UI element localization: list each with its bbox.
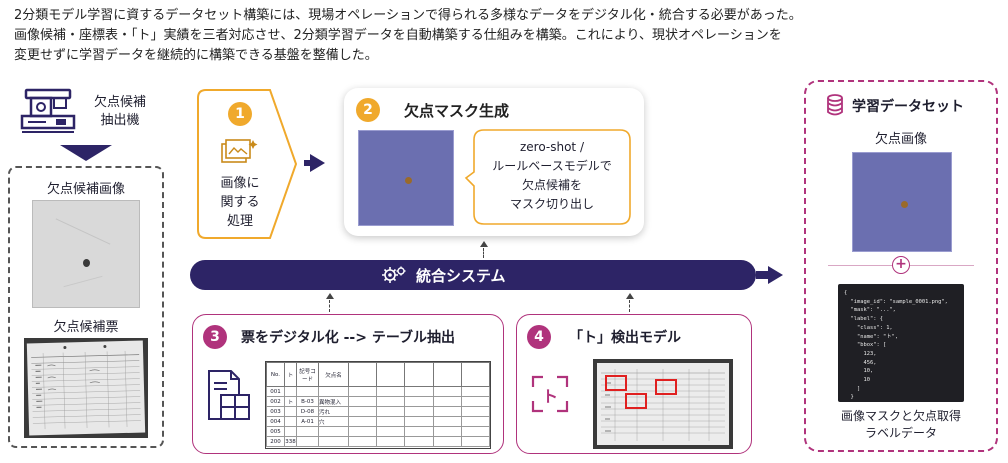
step3-card: 3 票をデジタル化 --> テーブル抽出 No. ト 記号コード 欠点名 [192,314,504,454]
callout-line-4: マスク切り出し [509,197,594,211]
connector-up-icon [480,241,488,247]
callout-line-1: zero-shot / [519,140,584,154]
candidate-image-label: 欠点候補画像 [46,182,125,197]
table: No. ト 記号コード 欠点名 001 002 ト B-03 [266,362,490,447]
json-line: "label": { [844,316,883,323]
table-row: 200 338 [266,436,490,447]
candidate-image [32,200,140,308]
intro-line-1: 2分類モデル学習に資するデータセット構築には、現場オペレーションで得られる多様な… [14,8,802,23]
label-json: { "image_id": "sample_0001.png", "mask":… [838,284,964,402]
arrow-to-dataset-icon [768,266,783,284]
table-header-cell: No. [266,362,285,387]
detection-frame-char: ト [541,387,558,406]
step2-callout: zero-shot / ルールベースモデルで 欠点候補を マスク切り出し [464,128,632,226]
table-row: 002 ト B-03 異物混入 [266,396,490,407]
json-line: ] [844,385,861,392]
step1-card: 1 画像に 関する 処理 [196,88,300,240]
dataset-image-label: 欠点画像 [874,132,927,147]
intro-line-2: 画像候補・座標表・「ト」実績を三者対応させ、2分類学習データを自動構築する仕組み… [14,28,782,43]
table-row: 003 D-08 汚れ [266,406,490,417]
detection-box [605,375,627,391]
database-icon [826,94,844,116]
step4-card: 4 「ト」検出モデル ト [516,314,752,454]
defect-spot-icon [901,201,908,208]
detection-photo [593,359,733,449]
detection-frame-icon: ト [531,375,569,413]
detection-box [655,379,677,395]
step1-badge: 1 [228,102,252,126]
dataset-title: 学習データセット [852,99,964,115]
extracted-table: No. ト 記号コード 欠点名 001 002 ト B-03 [265,361,491,449]
table-header-row: No. ト 記号コード 欠点名 [266,362,490,387]
json-line: 123, [844,350,877,357]
machine-label: 欠点候補 抽出機 [93,95,146,128]
json-line: "name": "ト", [844,333,899,340]
plus-icon: + [892,256,910,274]
integration-bar: 統合システム [190,260,756,290]
arrow-step1-to-step2-icon [310,154,325,172]
json-line: "class": 1, [844,324,893,331]
table-header-cell: 記号コード [296,362,319,387]
dataset-caption: 画像マスクと欠点取得 ラベルデータ [840,409,961,440]
down-arrow-icon [60,145,112,161]
json-line: "mask": "...", [844,307,896,314]
json-line: { [844,290,848,296]
defect-spot-icon [83,259,90,267]
table-row: 001 [266,386,490,397]
json-line: 456, [844,359,877,366]
table-row: 004 A-01 穴 [266,416,490,427]
intro-text: 2分類モデル学習に資するデータセット構築には、現場オペレーションで得られる多様な… [14,6,974,66]
json-line: 10 [844,377,870,384]
table-header-cell: 欠点名 [318,362,349,387]
dataset-panel: 学習データセット 欠点画像 + { "image_id": "sample_00… [804,80,998,452]
candidate-sheet-label: 欠点候補票 [53,320,119,335]
json-line: "image_id": "sample_0001.png", [844,298,948,305]
gear-icon [382,265,406,285]
connector-up-icon [326,293,334,299]
step4-title: 「ト」検出モデル [569,330,681,346]
callout-line-2: ルールベースモデルで [492,159,612,173]
dataset-defect-image [852,152,952,252]
integration-label: 統合システム [416,267,506,285]
table-row: 005 [266,426,490,437]
step3-title: 票をデジタル化 --> テーブル抽出 [241,330,455,346]
defect-spot-icon [405,177,412,184]
spreadsheet-icon [205,369,251,423]
json-line: "bbox": [ [844,342,887,349]
step4-badge: 4 [527,325,551,349]
step3-badge: 3 [203,325,227,349]
json-line: } [844,394,854,401]
candidate-sheet-photo [24,338,148,438]
step2-title: 欠点マスク生成 [404,102,510,120]
extraction-machine-icon [18,86,78,134]
step1-label: 画像に 関する 処理 [220,176,260,229]
mask-image [358,130,454,226]
json-line: 10, [844,368,874,375]
step2-badge: 2 [356,98,380,122]
image-processing-icon [220,136,260,168]
intro-line-3: 変更せずに学習データを継続的に構築できる基盤を整備した。 [14,48,378,63]
connector-up-icon [626,293,634,299]
detection-box [625,393,647,409]
callout-line-3: 欠点候補を [521,178,582,192]
table-header-cell: ト [284,362,297,387]
candidate-panel: 欠点候補画像 欠点候補票 [8,166,164,448]
step2-card: 2 欠点マスク生成 zero-shot / ルールベースモデルで 欠点候補を マ… [344,88,644,236]
